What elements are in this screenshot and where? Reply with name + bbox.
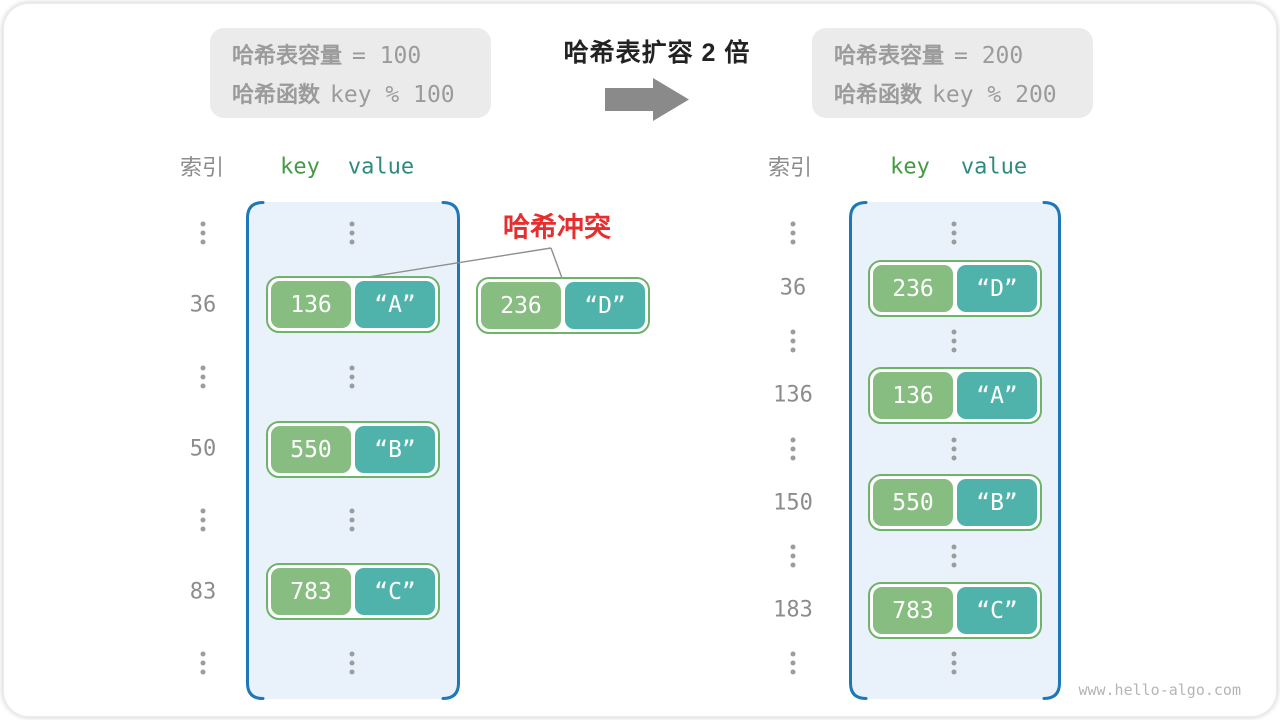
- kv-pair: 136 “A”: [266, 276, 440, 333]
- ellipsis-icon: [951, 651, 957, 675]
- capacity-line: 哈希表容量 = 200: [834, 38, 1093, 70]
- key-cell: 550: [873, 479, 953, 526]
- kv-pair: 783 “C”: [868, 582, 1042, 639]
- collision-label: 哈希冲突: [503, 212, 611, 243]
- kv-pair: 236 “D”: [868, 260, 1042, 317]
- hash-fn-label: 哈希函数: [834, 81, 923, 107]
- key-cell: 236: [481, 282, 561, 329]
- ellipsis-icon: [790, 437, 796, 461]
- key-cell: 550: [271, 426, 351, 473]
- value-cell: “C”: [957, 587, 1037, 634]
- key-cell: 783: [873, 587, 953, 634]
- value-cell: “B”: [957, 479, 1037, 526]
- value-cell: “A”: [355, 281, 435, 328]
- index-label: 150: [773, 490, 813, 516]
- ellipsis-icon: [951, 437, 957, 461]
- capacity-line: 哈希表容量 = 100: [232, 38, 491, 70]
- ellipsis-icon: [200, 651, 206, 675]
- index-label: 183: [773, 597, 813, 623]
- index-label: 36: [779, 275, 807, 301]
- hash-fn-line: 哈希函数 key % 200: [834, 77, 1093, 109]
- value-cell: “B”: [355, 426, 435, 473]
- capacity-value: = 100: [352, 42, 422, 69]
- ellipsis-icon: [790, 221, 796, 245]
- figure-title: 哈希表扩容 2 倍: [563, 39, 751, 67]
- hash-fn-label: 哈希函数: [232, 81, 321, 107]
- ellipsis-icon: [790, 651, 796, 675]
- figure-card: 哈希表容量 = 100 哈希函数 key % 100 哈希表扩容 2 倍 哈希表…: [3, 3, 1277, 717]
- ellipsis-icon: [790, 544, 796, 568]
- value-cell: “D”: [957, 265, 1037, 312]
- index-header-left: 索引: [179, 155, 225, 180]
- value-cell: “C”: [355, 568, 435, 615]
- kv-pair: 550 “B”: [266, 421, 440, 478]
- capacity-label: 哈希表容量: [232, 42, 343, 68]
- ellipsis-icon: [200, 508, 206, 532]
- kv-pair: 136 “A”: [868, 367, 1042, 424]
- value-cell: “D”: [565, 282, 645, 329]
- ellipsis-icon: [349, 508, 355, 532]
- watermark: www.hello-algo.com: [1078, 681, 1241, 699]
- ellipsis-icon: [200, 221, 206, 245]
- ellipsis-icon: [951, 221, 957, 245]
- capacity-box-right: 哈希表容量 = 200 哈希函数 key % 200: [812, 28, 1093, 118]
- value-cell: “A”: [957, 372, 1037, 419]
- ellipsis-icon: [951, 329, 957, 353]
- key-cell: 236: [873, 265, 953, 312]
- ellipsis-icon: [349, 221, 355, 245]
- index-label: 83: [189, 579, 217, 605]
- capacity-box-left: 哈希表容量 = 100 哈希函数 key % 100: [210, 28, 491, 118]
- key-header-right: key: [890, 154, 930, 180]
- key-cell: 136: [271, 281, 351, 328]
- collision-kv-pair: 236 “D”: [476, 277, 650, 334]
- ellipsis-icon: [951, 544, 957, 568]
- key-cell: 783: [271, 568, 351, 615]
- hash-fn-line: 哈希函数 key % 100: [232, 77, 491, 109]
- key-cell: 136: [873, 372, 953, 419]
- capacity-value: = 200: [954, 42, 1024, 69]
- capacity-label: 哈希表容量: [834, 42, 945, 68]
- hash-fn-value: key % 200: [932, 81, 1057, 108]
- kv-pair: 550 “B”: [868, 474, 1042, 531]
- ellipsis-icon: [349, 365, 355, 389]
- kv-pair: 783 “C”: [266, 563, 440, 620]
- ellipsis-icon: [349, 651, 355, 675]
- ellipsis-icon: [790, 329, 796, 353]
- block-arrow-right-icon: [605, 78, 689, 121]
- index-label: 50: [189, 436, 217, 462]
- key-header-left: key: [280, 154, 320, 180]
- index-header-right: 索引: [767, 155, 813, 180]
- value-header-right: value: [960, 154, 1028, 180]
- ellipsis-icon: [200, 365, 206, 389]
- value-header-left: value: [347, 154, 415, 180]
- index-label: 136: [773, 382, 813, 408]
- index-label: 36: [189, 292, 217, 318]
- hash-fn-value: key % 100: [330, 81, 455, 108]
